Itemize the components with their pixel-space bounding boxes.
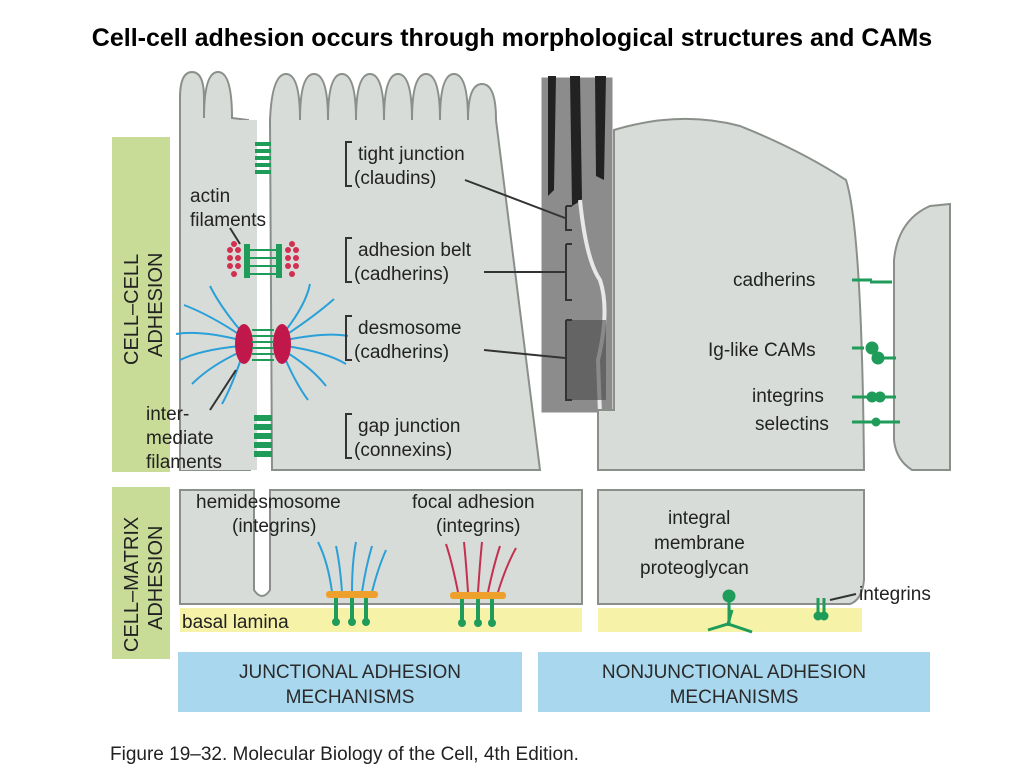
hemidesmosome: [317, 541, 387, 626]
small-right-cell: [893, 202, 951, 471]
ig-cams-label: Ig-like CAMs: [708, 340, 816, 361]
junctional-box: [178, 652, 522, 712]
cell-matrix-label-2: ADHESION: [145, 526, 167, 630]
nonjunctional-box-line-2: MECHANISMS: [670, 687, 799, 708]
cell-cell-label-2: ADHESION: [145, 253, 167, 357]
proteoglycan-label-1: integral: [668, 508, 730, 529]
selectins-label: selectins: [755, 414, 829, 435]
actin-label-1: actin: [190, 186, 230, 207]
tight-junction-label: tight junction: [358, 144, 465, 165]
matrix-integrins-marker: [813, 598, 829, 621]
matrix-integrins-label: integrins: [859, 584, 931, 605]
gap-junction: [254, 415, 272, 457]
junction-brackets: [209, 141, 572, 459]
desmosome: [175, 283, 349, 405]
intermediate-label-3: filaments: [146, 452, 222, 473]
intermediate-label-1: inter-: [146, 404, 189, 425]
matrix-left-cells: [179, 489, 583, 605]
adhesion-belt-protein: (cadherins): [354, 264, 449, 285]
integrins-label: integrins: [752, 386, 824, 407]
matrix-right-cell: [597, 489, 865, 605]
nonjunctional-box-line-1: NONJUNCTIONAL ADHESION: [602, 662, 866, 683]
desmosome-label: desmosome: [358, 318, 462, 339]
intermediate-label-2: mediate: [146, 428, 214, 449]
cadherins-label: cadherins: [733, 270, 815, 291]
desmosome-protein: (cadherins): [354, 342, 449, 363]
focal-adhesion-label: focal adhesion: [412, 492, 535, 513]
focal-adhesion: [445, 541, 517, 627]
adhesion-diagram: CELL–CELL ADHESION CELL–MATRIX ADHESION: [112, 70, 951, 712]
tight-junction: [255, 142, 271, 174]
proteoglycan-label-3: proteoglycan: [640, 558, 749, 579]
gap-junction-protein: (connexins): [354, 440, 452, 461]
cell-cell-band: [112, 137, 170, 472]
basal-lamina-label: basal lamina: [182, 612, 289, 633]
right-cam-markers: [852, 278, 900, 427]
actin-label-2: filaments: [190, 210, 266, 231]
cell-matrix-band: [112, 487, 170, 659]
adhesion-belt-label: adhesion belt: [358, 240, 472, 261]
right-epithelial-cell: [268, 72, 542, 471]
page-title: Cell-cell adhesion occurs through morpho…: [91, 24, 933, 52]
tight-junction-protein: (claudins): [354, 168, 436, 189]
cell-cell-label-1: CELL–CELL: [121, 254, 143, 365]
figure-caption: Figure 19–32. Molecular Biology of the C…: [110, 744, 579, 765]
nonjunctional-box: [538, 652, 930, 712]
intercellular-space: [257, 118, 269, 470]
left-cell-body-fill: [181, 120, 257, 470]
cell-matrix-label-1: CELL–MATRIX: [121, 517, 143, 652]
focal-adhesion-protein: (integrins): [436, 516, 520, 537]
proteoglycan-marker: [707, 589, 753, 634]
micrograph-dense-region: [566, 320, 606, 400]
integrins-leader: [829, 593, 857, 601]
junctional-box-line-1: JUNCTIONAL ADHESION: [239, 662, 461, 683]
junctional-box-line-2: MECHANISMS: [286, 687, 415, 708]
hemidesmosome-label: hemidesmosome: [196, 492, 341, 513]
hemidesmosome-protein: (integrins): [232, 516, 316, 537]
large-right-cell: [597, 117, 866, 471]
gap-junction-label: gap junction: [358, 416, 460, 437]
basal-lamina-left: [180, 608, 582, 632]
adhesion-belt: [227, 241, 299, 278]
proteoglycan-label-2: membrane: [654, 533, 745, 554]
micrograph-texture: [548, 76, 606, 206]
